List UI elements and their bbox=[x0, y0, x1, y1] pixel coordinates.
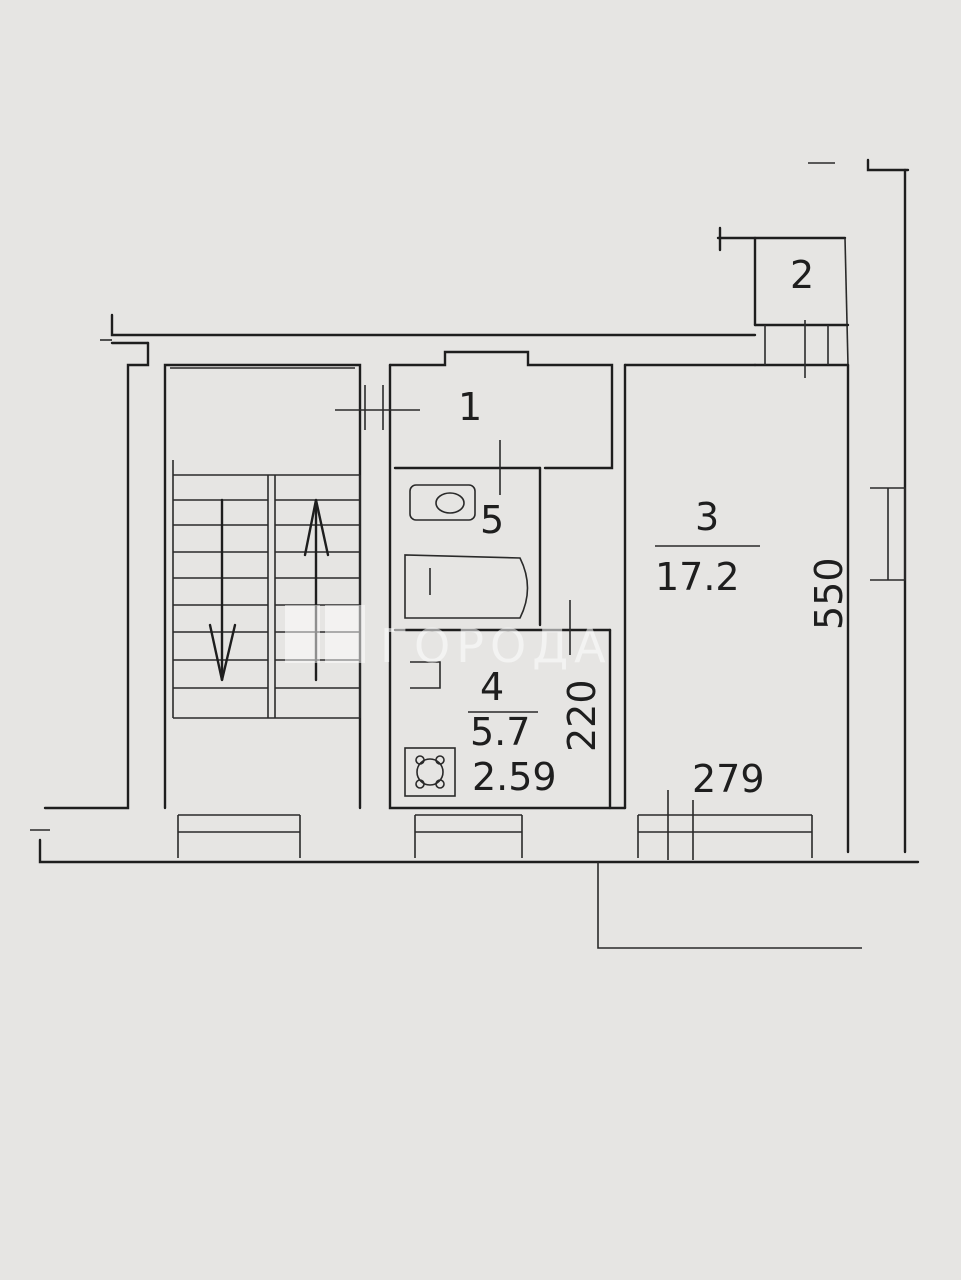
room-4-label: 4 bbox=[480, 665, 504, 709]
room-2-label: 2 bbox=[790, 253, 814, 297]
dim-220: 220 bbox=[560, 679, 604, 752]
watermark: ГОРОДА bbox=[285, 605, 612, 673]
staircase bbox=[163, 363, 362, 810]
windows bbox=[177, 790, 813, 860]
dim-259: 2.59 bbox=[472, 755, 557, 799]
room-5-label: 5 bbox=[480, 498, 504, 542]
room-3-area: 17.2 bbox=[655, 555, 740, 599]
room-3-label: 3 bbox=[695, 495, 719, 539]
bathroom-fixtures bbox=[404, 484, 529, 797]
dim-550: 550 bbox=[807, 557, 851, 630]
room-1-label: 1 bbox=[458, 385, 482, 429]
apartment-walls bbox=[335, 350, 906, 854]
dimension-labels: 550 220 279 2.59 bbox=[472, 557, 851, 801]
room-4-area: 5.7 bbox=[470, 710, 530, 754]
room-labels: 1 2 3 17.2 4 5.7 5 bbox=[458, 253, 814, 754]
balcony-outline bbox=[597, 862, 862, 949]
watermark-text: ГОРОДА bbox=[380, 619, 612, 673]
dim-279: 279 bbox=[692, 757, 765, 801]
